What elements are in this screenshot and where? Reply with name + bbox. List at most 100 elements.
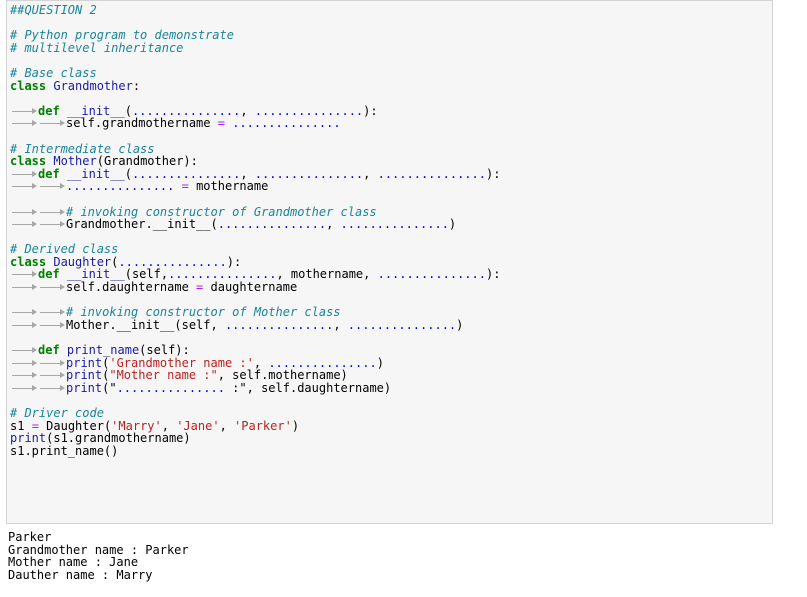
code-token: ( [111, 254, 119, 269]
code-line: Grandmother.__init__(..............., ..… [10, 218, 500, 231]
code-line: # Base class [10, 67, 500, 80]
code-token: = [217, 116, 225, 131]
code-token: ............... [254, 166, 364, 181]
code-token: def [38, 343, 60, 358]
tab-indent-arrow-icon [10, 218, 38, 230]
code-token: s1.print_name() [10, 443, 119, 458]
code-token: ............... [347, 317, 457, 332]
code-token: def [38, 166, 60, 181]
code-token: # invoking constructor of Grandmother cl… [66, 204, 377, 219]
code-token: ............... [217, 217, 327, 232]
code-token: = [196, 280, 204, 295]
tab-indent-arrow-icon [10, 206, 38, 218]
code-token: ............... [168, 267, 277, 282]
output-line: Dauther name : Marry [8, 567, 153, 582]
code-line: print(s1.grandmothername) [10, 432, 500, 445]
code-line: self.daughtername = daughtername [10, 281, 500, 294]
code-token: ( [124, 103, 132, 118]
code-token: ) [376, 355, 384, 370]
code-token: # Driver code [10, 406, 104, 420]
code-token: __init__ [66, 267, 125, 282]
code-token: ............... [377, 267, 486, 282]
tab-indent-arrow-icon [38, 357, 66, 369]
code-editor[interactable]: ##QUESTION 2 # Python program to demonstr… [10, 4, 500, 457]
code-token: ............... [232, 116, 341, 131]
code-line: # Derived class [10, 243, 500, 256]
code-token: mothername [188, 179, 269, 194]
code-token: (self, [124, 267, 169, 282]
code-token: Grandmother [53, 78, 133, 93]
code-line: # invoking constructor of Grandmother cl… [10, 204, 500, 219]
tab-indent-arrow-icon [38, 218, 66, 230]
code-line: self.grandmothername = ............... [10, 117, 500, 130]
code-token: 'Grandmother name :' [109, 355, 254, 370]
code-token: class [10, 78, 47, 93]
output-line: Grandmother name : Parker [8, 542, 189, 557]
tab-indent-arrow-icon [10, 319, 38, 331]
code-token: ............... [116, 380, 225, 395]
code-line: s1.print_name() [10, 443, 500, 458]
code-line: class Daughter(...............): [10, 256, 500, 269]
code-token: class [10, 154, 47, 169]
tab-indent-arrow-icon [10, 306, 38, 318]
code-token: ............... [118, 254, 227, 269]
code-token: , [333, 317, 348, 332]
code-token: (" [102, 380, 117, 395]
code-token: # multilevel inheritance [10, 40, 184, 55]
code-token: ( [124, 166, 132, 181]
code-line: ............... = mothername [10, 180, 500, 193]
code-line: print("Mother name :", self.mothername) [10, 369, 500, 382]
tab-indent-arrow-icon [38, 281, 66, 293]
tab-indent-arrow-icon [10, 369, 38, 381]
tab-indent-arrow-icon [38, 206, 66, 218]
code-token: 'Parker' [234, 418, 292, 433]
code-token: ##QUESTION 2 [10, 3, 97, 17]
code-token: , [326, 217, 341, 232]
code-cell[interactable]: ##QUESTION 2 # Python program to demonstr… [6, 0, 773, 524]
code-token: ............... [340, 217, 449, 232]
code-line: # multilevel inheritance [10, 40, 500, 55]
code-token: s1 [10, 418, 32, 433]
code-token: ............... [268, 355, 377, 370]
code-token: ): [485, 166, 501, 181]
tab-indent-arrow-icon [10, 344, 38, 356]
code-token: # Python program to demonstrate [10, 28, 234, 43]
code-token: ) [291, 418, 300, 433]
code-line: # Intermediate class [10, 142, 500, 156]
code-line: class Grandmother: [10, 78, 500, 93]
code-token: # invoking constructor of Mother class [66, 305, 341, 320]
code-token: __init__ [66, 166, 125, 181]
code-token: ( [102, 368, 110, 383]
tab-indent-arrow-icon [10, 268, 38, 280]
code-token: ): [363, 103, 378, 118]
code-token: (self): [139, 343, 190, 358]
code-line: # Python program to demonstrate [10, 29, 500, 42]
code-token: ............... [66, 179, 175, 194]
code-token [174, 179, 181, 193]
code-token: print [66, 368, 103, 383]
code-token: ) [456, 317, 464, 332]
code-token: # Base class [10, 65, 97, 80]
code-token: 'Marry' [111, 418, 162, 433]
tab-indent-arrow-icon [10, 117, 38, 129]
code-token: , [161, 418, 177, 433]
code-token: (s1.grandmothername) [46, 431, 191, 446]
code-token: print [66, 380, 103, 395]
code-token: = [31, 418, 39, 433]
code-line: def __init__(..............., ..........… [10, 166, 501, 181]
code-line: # Driver code [10, 407, 500, 420]
code-token: print [66, 355, 103, 370]
code-token: = [181, 179, 189, 194]
code-token: def [38, 267, 60, 282]
tab-indent-arrow-icon [10, 382, 38, 394]
code-token: print_name [66, 343, 140, 358]
tab-indent-arrow-icon [10, 105, 38, 117]
code-token: , [219, 418, 235, 433]
code-line: def __init__(..............., ..........… [10, 103, 500, 118]
output-line: Parker [8, 530, 52, 544]
code-token: Daughter( [38, 418, 112, 433]
code-token: __init__ [66, 103, 125, 118]
code-token: , [253, 355, 269, 370]
code-token: ............... [377, 166, 486, 181]
code-token: self.grandmothername [66, 116, 218, 131]
